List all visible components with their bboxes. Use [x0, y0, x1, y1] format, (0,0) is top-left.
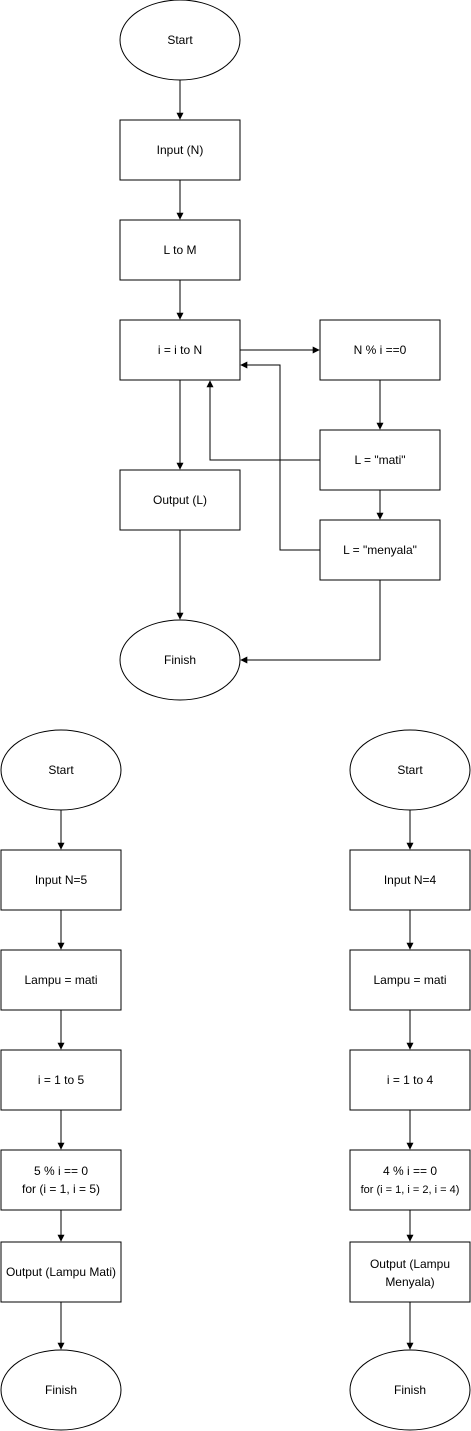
right-node-input: Input N=4	[349, 849, 471, 911]
main-flowchart: Start Input (N) L to M i = i to N N % i …	[119, 0, 441, 701]
init-label: L to M	[164, 243, 197, 257]
node-init: L to M	[119, 219, 241, 281]
example-left-flowchart: Start Input N=5 Lampu = mati i = 1 to 5 …	[0, 729, 122, 1431]
node-check: N % i ==0	[319, 319, 441, 381]
input-label: Input (N)	[157, 143, 204, 157]
right-node-start: Start	[349, 729, 471, 811]
right-start-label: Start	[397, 763, 423, 777]
right-loop-label: i = 1 to 4	[387, 1073, 434, 1087]
right-node-loop: i = 1 to 4	[349, 1049, 471, 1111]
left-loop-label: i = 1 to 5	[38, 1073, 85, 1087]
set-on-label: L = "menyala"	[343, 543, 417, 557]
node-finish: Finish	[119, 619, 241, 701]
right-node-init: Lampu = mati	[349, 949, 471, 1011]
right-output-label-2: Menyala)	[385, 1275, 434, 1289]
right-check-label-2: for (i = 1, i = 2, i = 4)	[361, 1184, 460, 1196]
right-node-output: Output (Lampu Menyala)	[349, 1241, 471, 1303]
left-node-check: 5 % i == 0 for (i = 1, i = 5)	[0, 1149, 122, 1211]
left-node-finish: Finish	[0, 1349, 122, 1431]
left-input-label: Input N=5	[35, 873, 88, 887]
left-output-label: Output (Lampu Mati)	[6, 1265, 116, 1279]
left-node-loop: i = 1 to 5	[0, 1049, 122, 1111]
example-right-flowchart: Start Input N=4 Lampu = mati i = 1 to 4 …	[349, 729, 471, 1431]
left-check-label-1: 5 % i == 0	[34, 1164, 88, 1178]
right-node-check: 4 % i == 0 for (i = 1, i = 2, i = 4)	[349, 1149, 471, 1211]
edge-set-on-back-to-loop	[240, 361, 320, 551]
output-label: Output (L)	[153, 493, 207, 507]
right-check-label-1: 4 % i == 0	[383, 1164, 437, 1178]
set-off-label: L = "mati"	[354, 453, 405, 467]
node-input: Input (N)	[119, 119, 241, 181]
edge-set-on-to-finish	[240, 580, 381, 664]
right-finish-label: Finish	[394, 1383, 426, 1397]
right-output-label-1: Output (Lampu	[370, 1257, 450, 1271]
node-start: Start	[119, 0, 241, 81]
left-start-label: Start	[48, 763, 74, 777]
left-finish-label: Finish	[45, 1383, 77, 1397]
node-set-off: L = "mati"	[319, 429, 441, 491]
check-label: N % i ==0	[354, 343, 407, 357]
left-init-label: Lampu = mati	[24, 973, 97, 987]
left-node-input: Input N=5	[0, 849, 122, 911]
start-label: Start	[167, 33, 193, 47]
right-init-label: Lampu = mati	[373, 973, 446, 987]
left-node-init: Lampu = mati	[0, 949, 122, 1011]
node-output: Output (L)	[119, 469, 241, 531]
right-node-finish: Finish	[349, 1349, 471, 1431]
node-loop: i = i to N	[119, 319, 241, 381]
left-check-label-2: for (i = 1, i = 5)	[22, 1182, 100, 1196]
node-set-on: L = "menyala"	[319, 519, 441, 581]
right-input-label: Input N=4	[384, 873, 437, 887]
edge-set-off-back-to-loop	[206, 380, 320, 461]
finish-label: Finish	[164, 653, 196, 667]
loop-label: i = i to N	[158, 343, 202, 357]
left-node-output: Output (Lampu Mati)	[0, 1241, 122, 1303]
left-node-start: Start	[0, 729, 122, 811]
